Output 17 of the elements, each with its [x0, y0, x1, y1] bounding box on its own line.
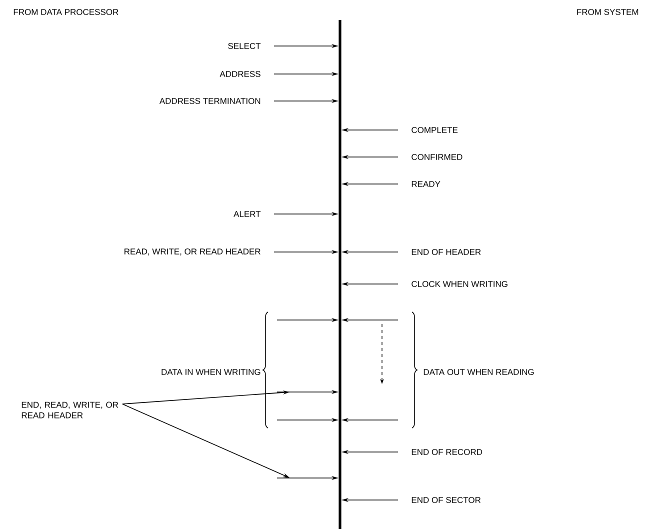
- signal-label: READY: [412, 181, 440, 187]
- column-heading: FROM DATA PROCESSOR: [14, 9, 118, 15]
- signal-label: ADDRESS: [220, 71, 260, 77]
- signal-label: END, READ, WRITE, OR READ HEADER: [22, 402, 118, 418]
- signal-label: END OF HEADER: [412, 249, 481, 255]
- signal-label: END OF SECTOR: [412, 497, 481, 503]
- signal-label: CONFIRMED: [412, 154, 462, 160]
- signal-label: END OF RECORD: [412, 449, 482, 455]
- signal-label: ADDRESS TERMINATION: [159, 98, 260, 104]
- signal-label: ALERT: [234, 211, 261, 217]
- signal-label: SELECT: [228, 43, 261, 49]
- column-heading: FROM SYSTEM: [577, 9, 638, 15]
- signal-label: DATA OUT WHEN READING: [424, 369, 534, 375]
- signal-label: COMPLETE: [412, 127, 458, 133]
- signal-label: READ, WRITE, OR READ HEADER: [124, 248, 260, 256]
- signal-label: DATA IN WHEN WRITING: [162, 369, 260, 375]
- signal-label: CLOCK WHEN WRITING: [412, 281, 508, 287]
